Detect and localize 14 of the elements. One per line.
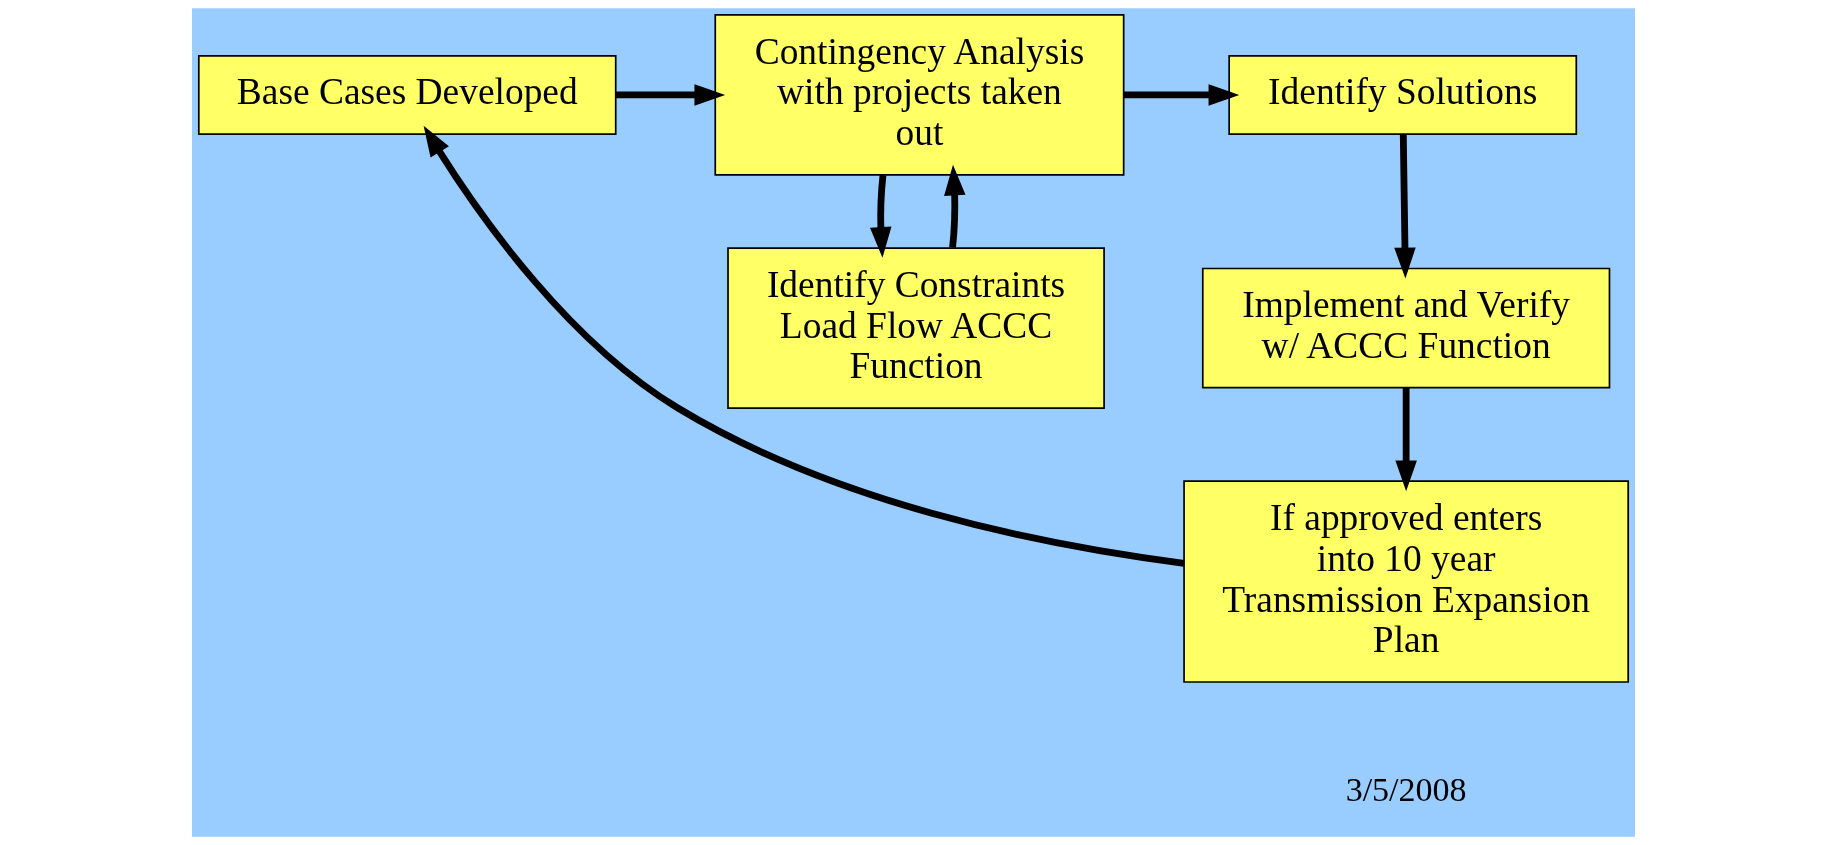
arrow [1123, 84, 1240, 106]
arrow [870, 174, 892, 258]
node-box: Contingency Analysis with projects taken out [714, 14, 1125, 176]
arrow [1395, 387, 1417, 492]
arrow [1394, 134, 1416, 279]
arrow [423, 125, 1185, 567]
node-box: Implement and Verify w/ ACCC Function [1201, 267, 1611, 389]
label: 3/5/2008 [1345, 771, 1467, 809]
node-box: If approved enters into 10 year Transmission Expansion Plan [1183, 480, 1630, 683]
arrow [615, 84, 726, 106]
arrow [944, 164, 966, 248]
node-box: Identify Constraints Load Flow ACCC Function [727, 247, 1105, 409]
node-box: Base Cases Developed [197, 54, 617, 135]
node-box: Identify Solutions [1228, 54, 1578, 135]
